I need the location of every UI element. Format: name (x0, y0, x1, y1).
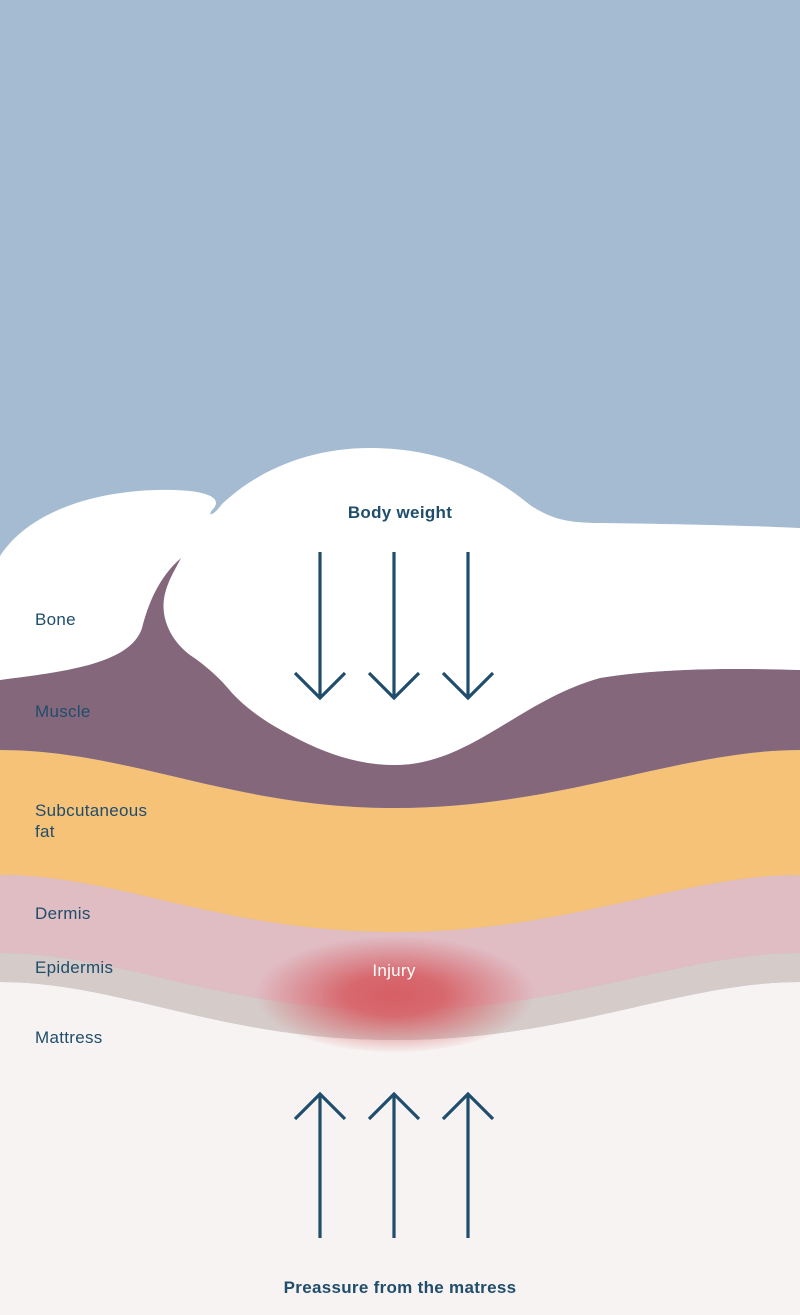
injury-label: Injury (372, 961, 416, 980)
arrow-down-icon (441, 552, 495, 701)
muscle-label: Muscle (35, 702, 91, 721)
injury-area (250, 928, 540, 1052)
bone-body-shape (0, 448, 800, 765)
body-weight-caption: Body weight (347, 503, 453, 522)
arrow-up-icon (441, 1091, 495, 1238)
mattress-label: Mattress (35, 1028, 103, 1047)
epidermis-label: Epidermis (35, 958, 114, 977)
arrow-down-icon (367, 552, 421, 701)
mattress-pressure-caption: Preassure from the matress (283, 1278, 517, 1297)
arrow-up-icon (367, 1091, 421, 1238)
subcutaneous-fat-layer (0, 750, 800, 932)
bone-label: Bone (35, 610, 76, 629)
mattress-layer (0, 982, 800, 1315)
dermis-label: Dermis (35, 904, 91, 923)
subcutaneous-fat-label: Subcutaneous fat (35, 801, 148, 841)
arrow-down-icon (293, 552, 347, 701)
arrow-up-icon (293, 1091, 347, 1238)
